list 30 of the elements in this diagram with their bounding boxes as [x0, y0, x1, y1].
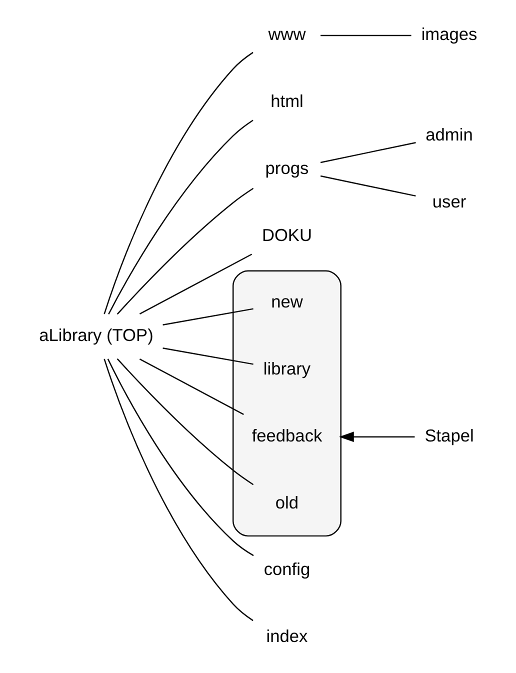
node-text: old [274, 492, 298, 512]
node-text: progs [264, 158, 308, 178]
connector [320, 34, 411, 36]
node-text: www [268, 24, 306, 44]
connector [320, 142, 416, 164]
node-text: Stapel [424, 425, 474, 446]
node-text: feedback [251, 425, 322, 446]
node-text: aLibrary (TOP) [38, 325, 153, 346]
connector [138, 254, 252, 315]
node-text: DOKU [261, 224, 312, 245]
connector [103, 358, 253, 622]
node-text: config [263, 559, 310, 580]
node-text: index [266, 626, 308, 646]
arrow [338, 432, 414, 442]
connector [116, 188, 254, 315]
connector [162, 348, 253, 365]
connector [320, 175, 416, 197]
connector [108, 120, 253, 314]
node-text: admin [425, 124, 472, 144]
node-text: html [270, 90, 303, 111]
connector [116, 358, 254, 486]
connector [103, 52, 253, 314]
cluster [232, 270, 341, 537]
connector [106, 358, 254, 556]
node-text: user [432, 191, 466, 212]
node-text: new [270, 292, 302, 312]
node-text: library [262, 358, 310, 379]
connector [162, 308, 253, 326]
node-text: images [420, 24, 477, 44]
connector [138, 358, 244, 415]
